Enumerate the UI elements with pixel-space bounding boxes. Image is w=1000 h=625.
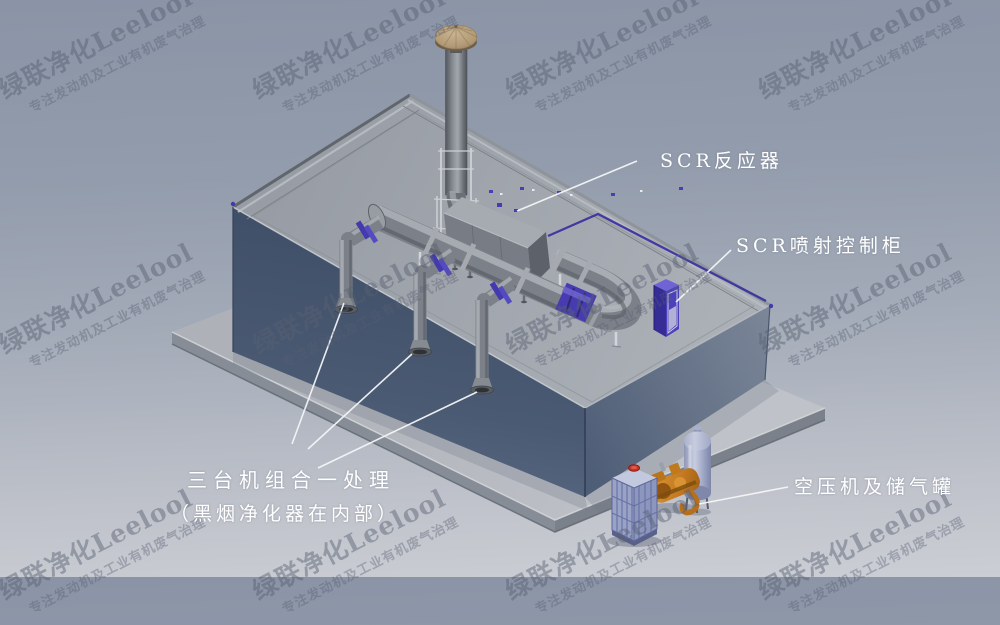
corner-marker-right	[768, 303, 774, 309]
flex-sleeve	[555, 282, 597, 323]
utility-equipment	[607, 425, 711, 547]
leader-combined-1	[291, 302, 345, 445]
leader-scr-cabinet	[675, 249, 732, 303]
flex-coupling-3	[489, 281, 513, 305]
exhaust-manifold-pipe	[367, 203, 575, 314]
u-bend-pipe	[548, 244, 642, 330]
drop-pipe-1	[334, 215, 384, 314]
leader-lines	[291, 160, 789, 505]
leader-scr-reactor	[516, 160, 638, 212]
air-compressor-3d	[650, 462, 700, 516]
manifold-flanges	[422, 226, 531, 296]
container-right-face	[585, 305, 770, 497]
drop-pipe-3	[470, 276, 516, 395]
dosing-conduit-line	[547, 212, 767, 303]
ibc-tote-3d	[611, 464, 658, 546]
corner-marker-left	[230, 201, 236, 207]
scr-system-3d-scene	[171, 24, 826, 547]
leader-combined-3	[317, 391, 478, 469]
rain-cap-icon	[434, 24, 478, 51]
drop-pipe-2	[408, 248, 456, 357]
leader-compressor	[698, 486, 789, 505]
leader-combined-2	[307, 353, 413, 450]
flex-coupling-1	[355, 220, 379, 244]
flex-coupling-2	[429, 253, 453, 277]
control-cabinet-3d	[653, 279, 679, 337]
